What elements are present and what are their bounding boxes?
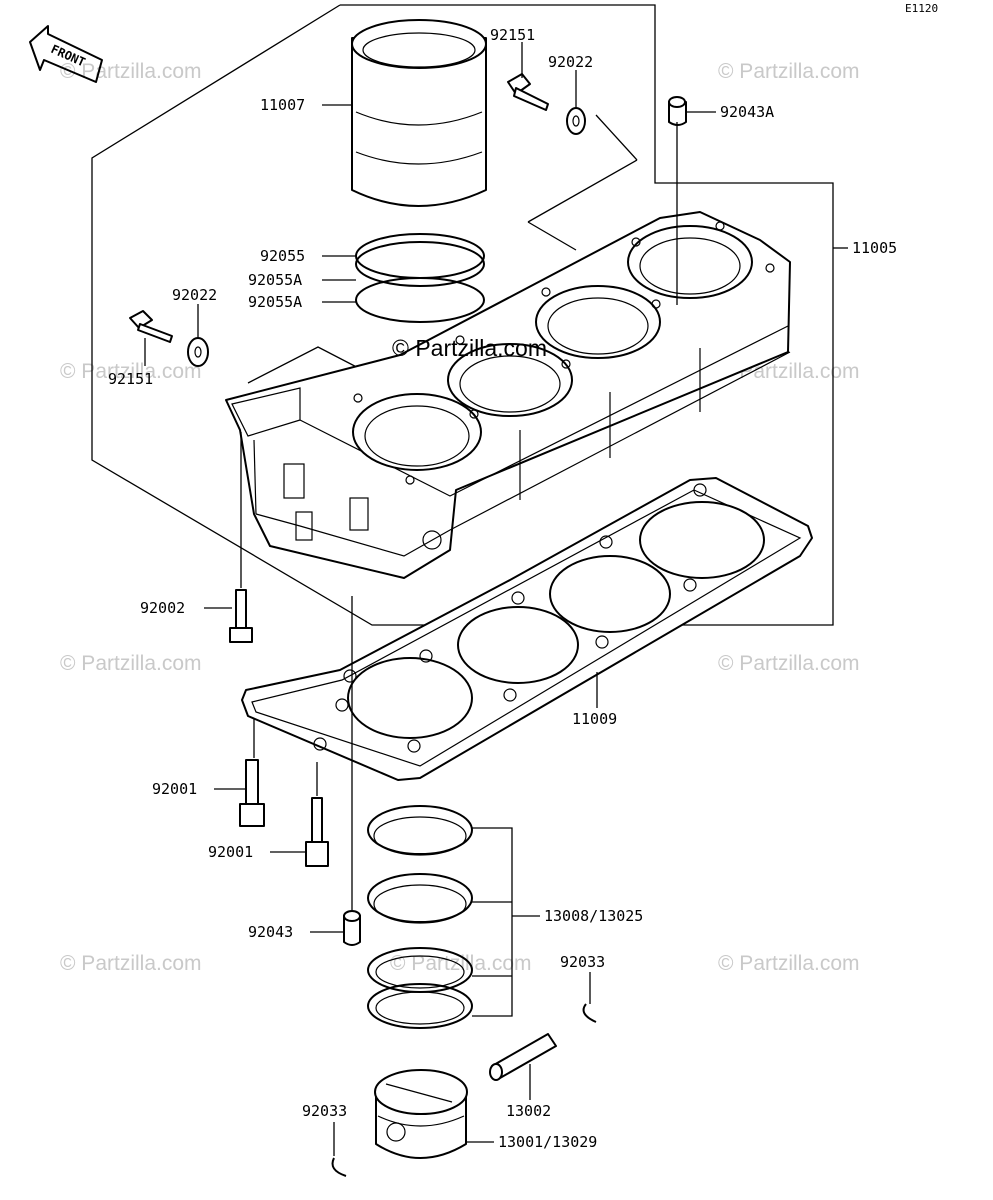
circlip-icon [331, 1157, 347, 1177]
piston [374, 1069, 468, 1159]
cylinder-block [225, 211, 791, 579]
bolt-icon [507, 73, 549, 111]
cylinder-liner [351, 19, 487, 207]
diagram-code: E1120 [905, 2, 938, 15]
part-label-92033: 92033 [560, 953, 605, 971]
part-label-92151: 92151 [108, 370, 153, 388]
part-label-92043: 92043 [248, 923, 293, 941]
part-label-11005: 11005 [852, 239, 897, 257]
watermark: © Partzilla.com [60, 360, 202, 383]
watermark: © Partzilla.com [718, 60, 860, 83]
bolt-icon [305, 797, 329, 867]
part-label-92022: 92022 [172, 286, 217, 304]
part-label-92151: 92151 [490, 26, 535, 44]
bolt-icon [129, 310, 173, 343]
center-watermark: © Partzilla.com [392, 335, 547, 361]
dowel-pin-icon [343, 910, 361, 946]
part-label-92055a: 92055A [248, 271, 302, 289]
washer-icon [566, 107, 586, 135]
part-label-11007: 11007 [260, 96, 305, 114]
part-label-92043a: 92043A [720, 103, 774, 121]
part-label-13001-13029: 13001/13029 [498, 1133, 597, 1151]
leader-lines [144, 42, 848, 1156]
part-label-13008-13025: 13008/13025 [544, 907, 643, 925]
piston-rings [367, 805, 473, 1029]
bolt-icon [229, 589, 253, 643]
watermark: © Partzilla.com [718, 652, 860, 675]
part-label-92033: 92033 [302, 1102, 347, 1120]
part-label-92055: 92055 [260, 247, 305, 265]
cylinder-gasket [241, 477, 813, 781]
piston-pin [489, 1033, 557, 1081]
part-label-13002: 13002 [506, 1102, 551, 1120]
dowel-pin-icon [668, 96, 687, 126]
part-label-92001: 92001 [208, 843, 253, 861]
watermark: © Partzilla.com [718, 952, 860, 975]
bolt-icon [239, 759, 265, 827]
o-rings [355, 233, 485, 323]
part-label-92022: 92022 [548, 53, 593, 71]
watermark: © Partzilla.com [60, 652, 202, 675]
circlip-icon [582, 1003, 597, 1023]
watermark: © Partzilla.com [390, 952, 532, 975]
assembly-reference-lines [91, 4, 834, 626]
part-label-11009: 11009 [572, 710, 617, 728]
watermark: © Partzilla.com [60, 952, 202, 975]
watermark: © Partzilla.com [60, 60, 202, 83]
part-label-92001: 92001 [152, 780, 197, 798]
part-label-92055a: 92055A [248, 293, 302, 311]
washer-icon [187, 337, 209, 367]
part-label-92002: 92002 [140, 599, 185, 617]
part-labels: 11007 92151 92022 92043A 92055 92055A 92… [108, 26, 897, 1151]
